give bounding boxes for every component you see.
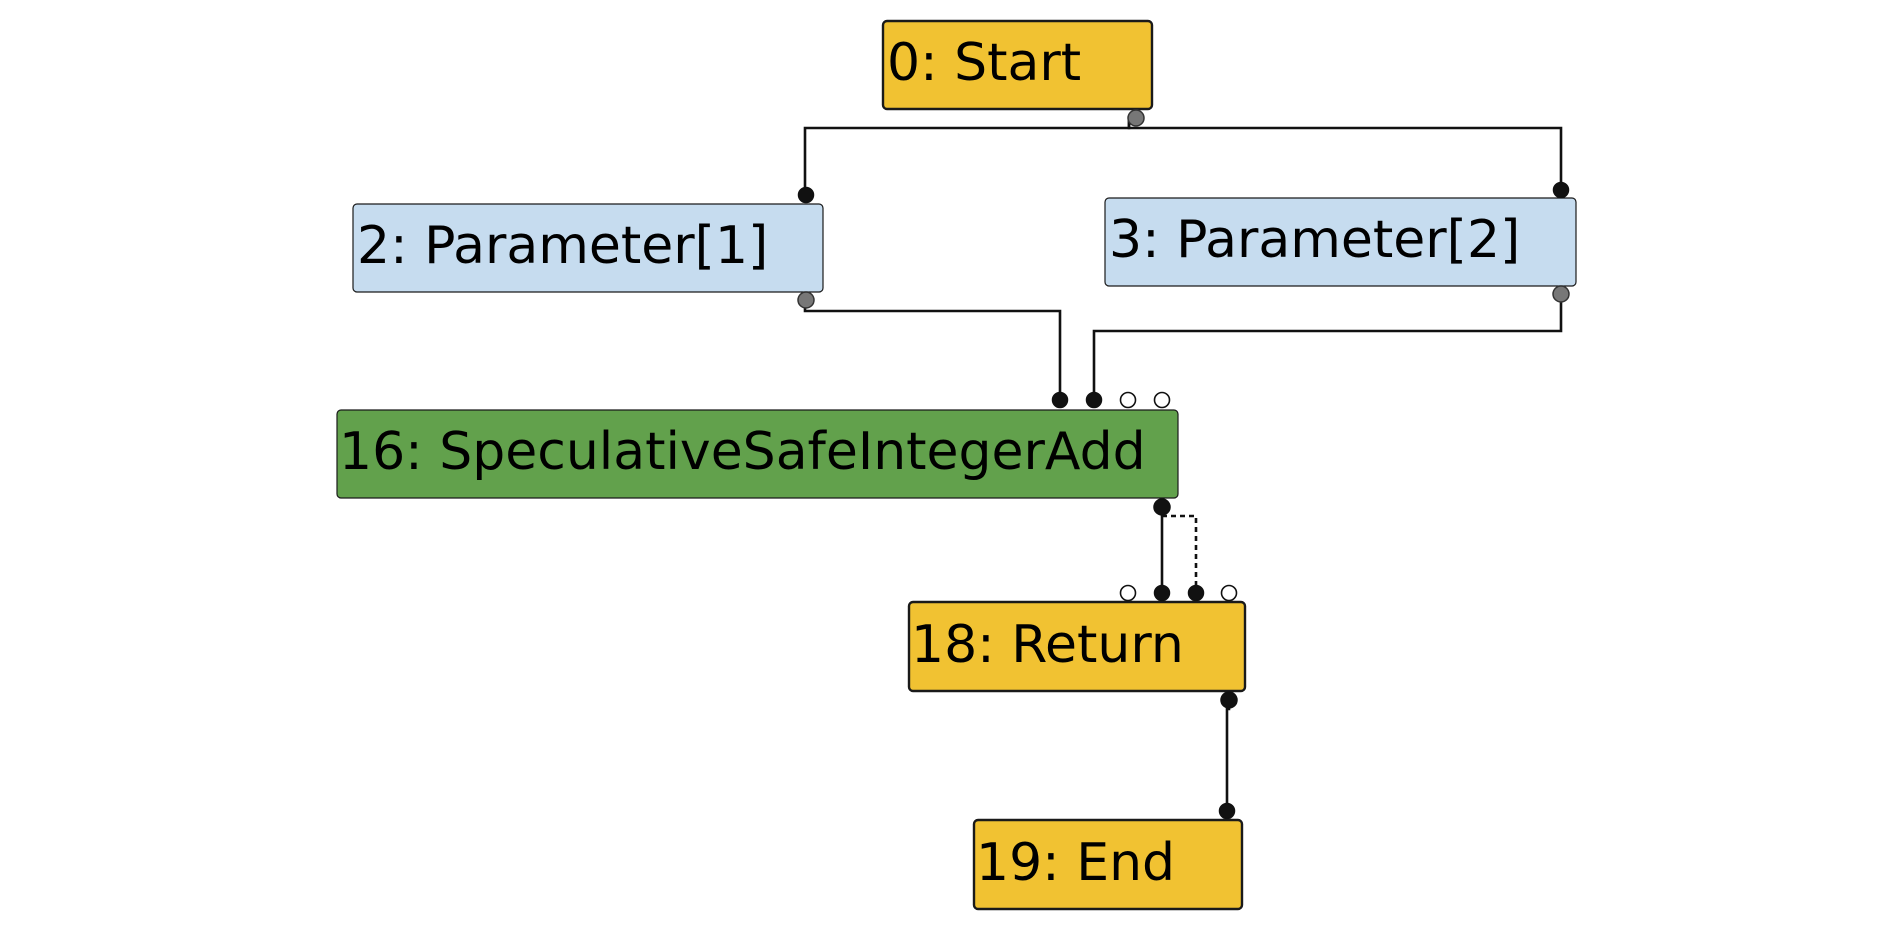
node-parameter-1-input-port (797, 186, 815, 204)
node-parameter-2-label: 3: Parameter[2] (1109, 210, 1520, 270)
node-add-input-port-2 (1085, 391, 1103, 409)
node-add-input-port-3 (1119, 391, 1137, 409)
node-return-input-port-3 (1187, 584, 1205, 602)
node-return[interactable]: 18: Return (907, 584, 1247, 709)
node-parameter-2-output-port (1552, 285, 1570, 303)
node-speculative-safe-integer-add-label: 16: SpeculativeSafeIntegerAdd (339, 422, 1146, 482)
node-end-input-port (1218, 802, 1236, 820)
node-end[interactable]: 19: End (972, 802, 1244, 911)
edge-start-to-param2 (1127, 118, 1563, 190)
edge-param2-to-add (1092, 294, 1563, 400)
node-parameter-2-input-port (1552, 181, 1570, 199)
node-speculative-safe-integer-add-box (336, 409, 1179, 499)
edge-start-to-param1 (803, 118, 1131, 195)
node-return-output-port (1220, 691, 1238, 709)
node-return-input-port-4 (1220, 584, 1238, 602)
node-return-label: 18: Return (911, 615, 1184, 675)
node-add-input-port-1 (1051, 391, 1069, 409)
node-parameter-2[interactable]: 3: Parameter[2] (1104, 181, 1577, 303)
edge-param1-to-add (803, 300, 1062, 400)
node-parameter-1-output-port (797, 291, 815, 309)
node-end-box (972, 818, 1244, 911)
node-end-label: 19: End (976, 833, 1175, 893)
node-parameter-1-box (352, 203, 824, 293)
node-start-output-port (1127, 109, 1145, 127)
node-add-input-port-4 (1153, 391, 1171, 409)
node-start[interactable]: 0: Start (881, 19, 1154, 127)
node-add-output-port (1153, 498, 1171, 516)
node-parameter-2-box (1104, 197, 1577, 287)
node-speculative-safe-integer-add[interactable]: 16: SpeculativeSafeIntegerAdd (336, 391, 1179, 516)
node-return-input-port-1 (1119, 584, 1137, 602)
node-parameter-1[interactable]: 2: Parameter[1] (352, 186, 824, 309)
node-start-box (881, 19, 1154, 111)
node-parameter-1-label: 2: Parameter[1] (357, 216, 768, 276)
node-return-input-port-2 (1153, 584, 1171, 602)
edge-return-to-end (1225, 700, 1231, 811)
edge-add-to-return-effect (1162, 514, 1198, 593)
node-return-box (907, 600, 1247, 693)
node-start-label: 0: Start (887, 33, 1081, 93)
